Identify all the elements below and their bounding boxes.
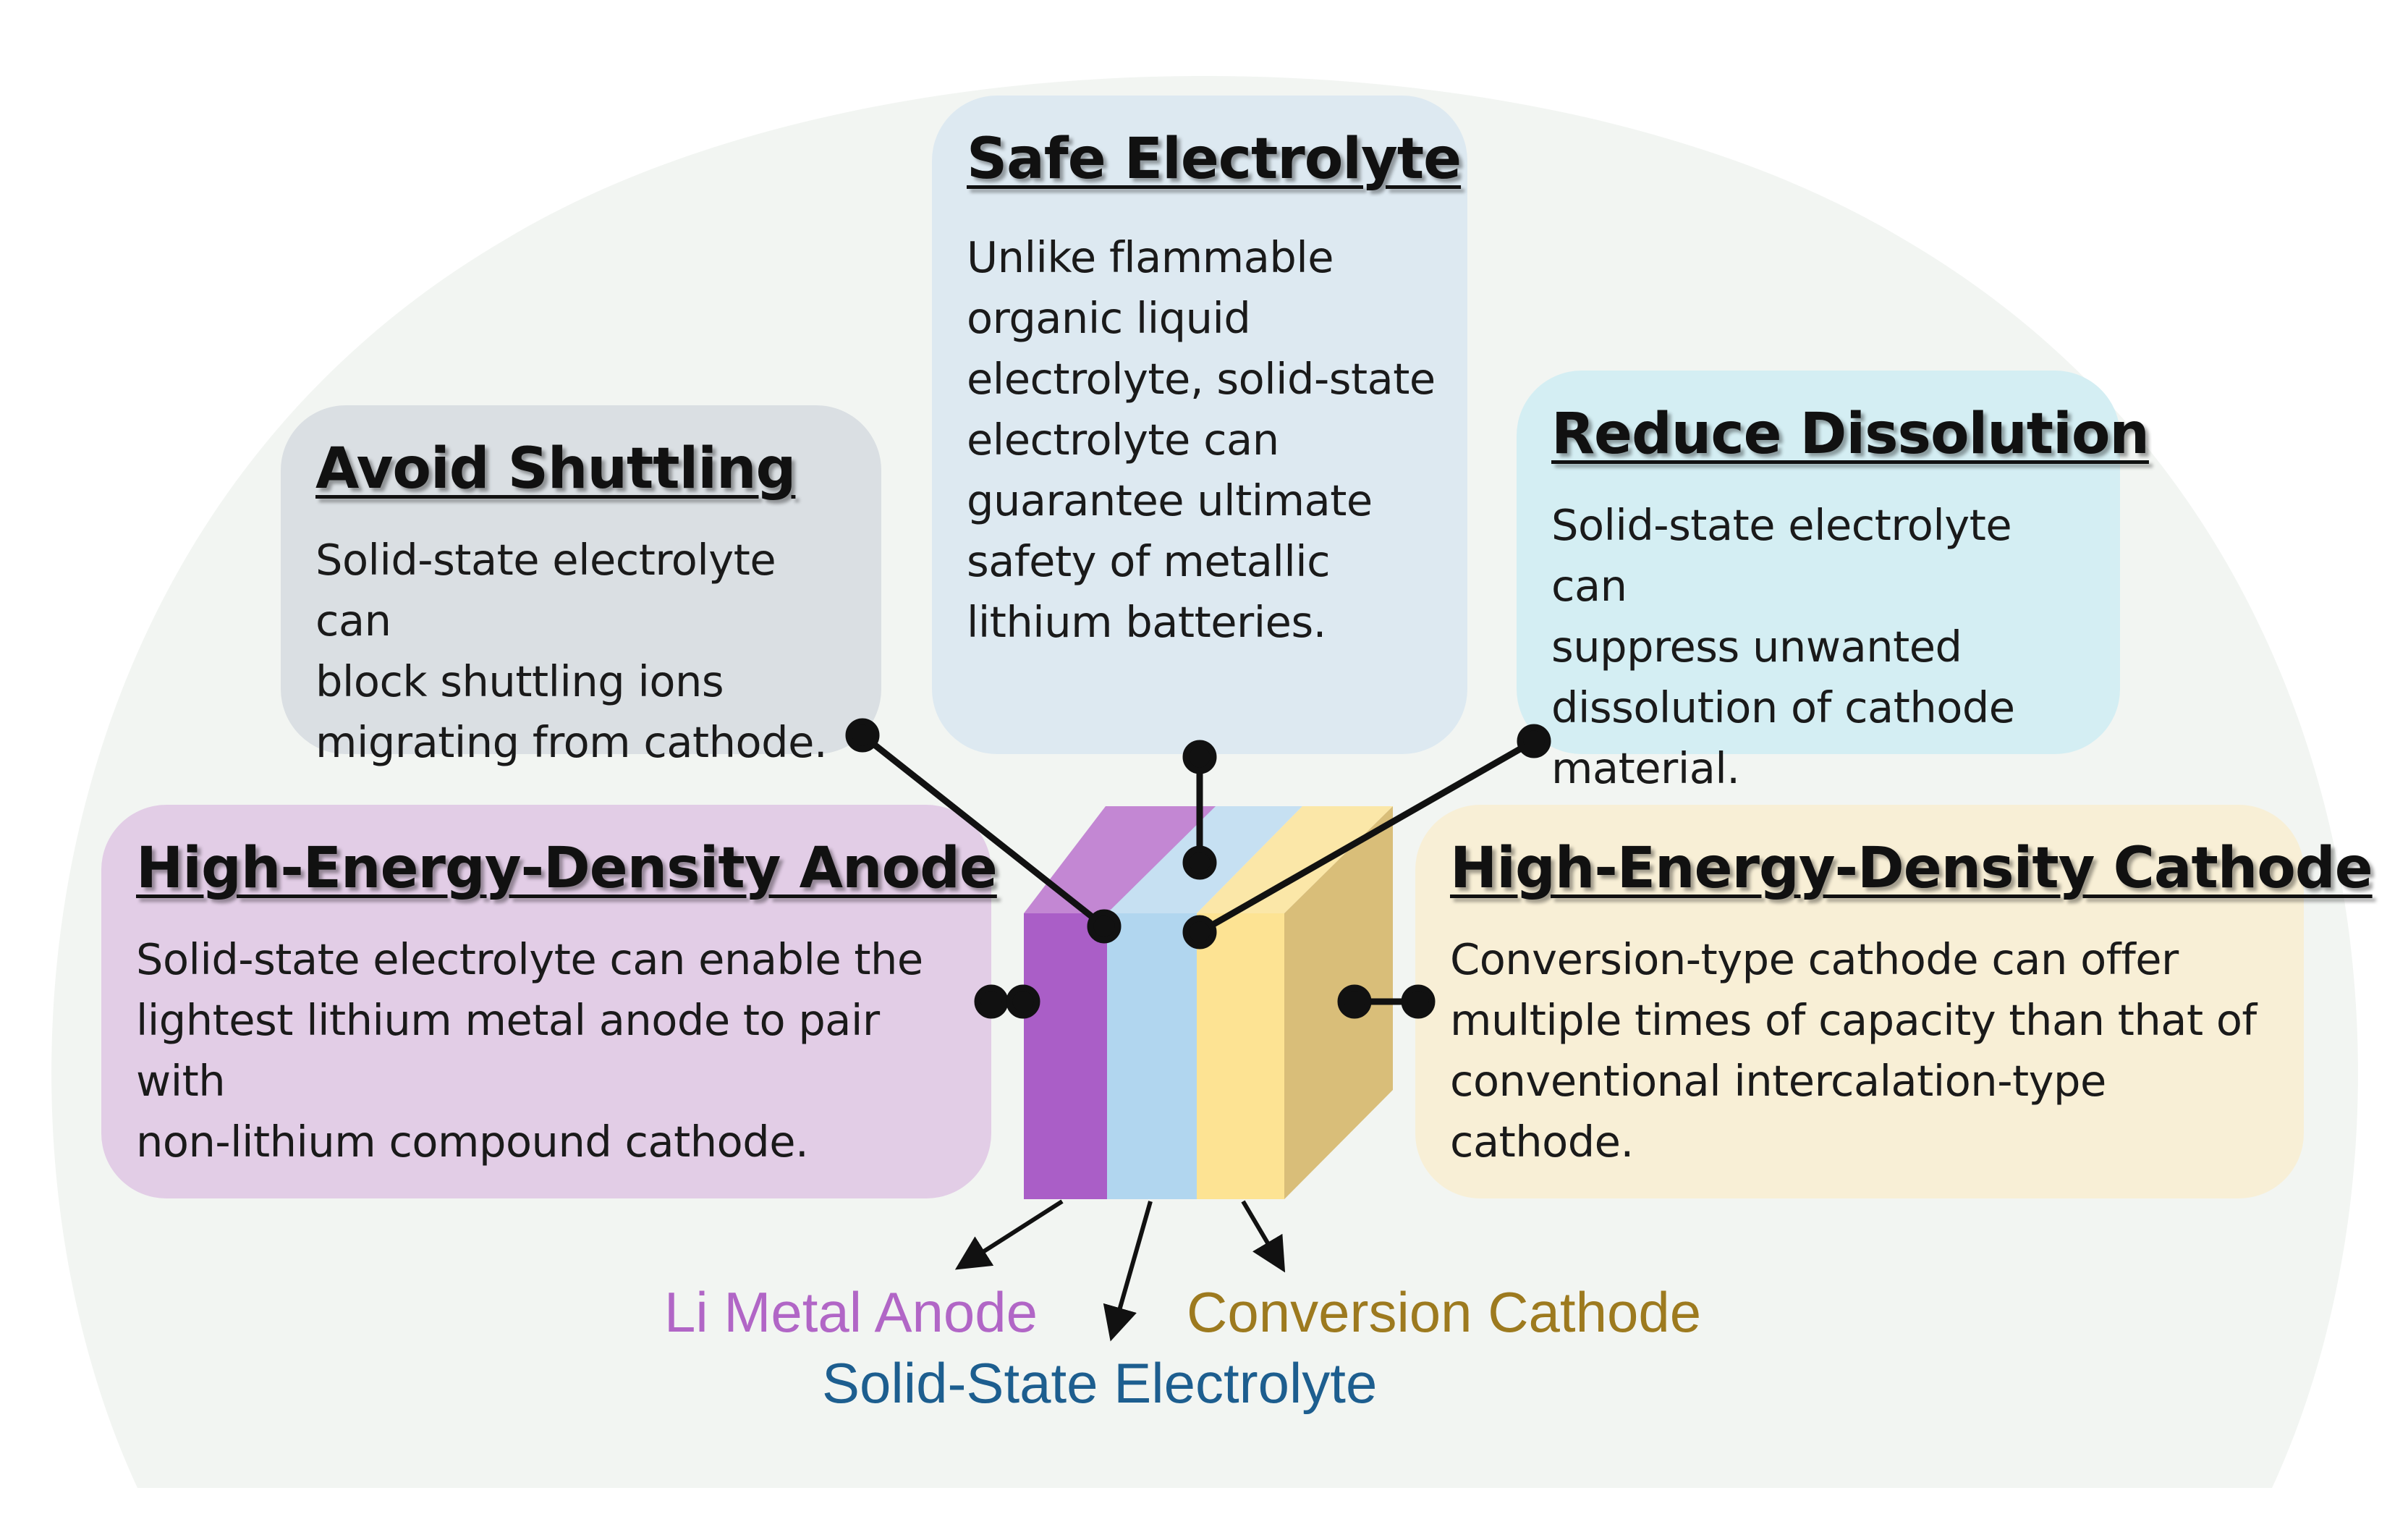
high-energy-anode-title: High-Energy-Density Anode: [136, 836, 998, 901]
anode-connector: [974, 984, 1040, 1019]
reduce-dissolution-title: Reduce Dissolution: [1551, 402, 2150, 467]
anode-arrow: [954, 1199, 1064, 1270]
solid-state-electrolyte-label: Solid-State Electrolyte: [822, 1351, 1378, 1415]
high-energy-anode-card: High-Energy-Density Anode Solid-state el…: [101, 805, 998, 1198]
safe-electrolyte-connector: [1182, 740, 1217, 880]
li-metal-anode-label: Li Metal Anode: [664, 1280, 1038, 1344]
safe-electrolyte-card: Safe Electrolyte Unlike flammable organi…: [932, 96, 1467, 754]
high-energy-anode-text: Solid-state electrolyte can enable the l…: [136, 934, 923, 1167]
avoid-shuttling-title: Avoid Shuttling: [315, 436, 796, 502]
reduce-dissolution-text: Solid-state electrolyte can suppress unw…: [1551, 499, 2015, 793]
high-energy-cathode-text: Conversion-type cathode can offer multip…: [1450, 934, 2257, 1167]
electrolyte-arrow: [1103, 1201, 1153, 1342]
safe-electrolyte-text: Unlike flammable organic liquid electrol…: [967, 232, 1436, 647]
conversion-cathode-label: Conversion Cathode: [1187, 1280, 1702, 1344]
cathode-arrow: [1241, 1200, 1286, 1273]
safe-electrolyte-title: Safe Electrolyte: [967, 127, 1462, 192]
high-energy-cathode-title: High-Energy-Density Cathode: [1450, 836, 2373, 901]
avoid-shuttling-text: Solid-state electrolyte can block shuttl…: [315, 534, 828, 767]
high-energy-cathode-card: High-Energy-Density Cathode Conversion-t…: [1415, 805, 2373, 1198]
avoid-shuttling-connector: [845, 718, 1122, 944]
reduce-dissolution-connector: [1182, 724, 1551, 950]
cathode-connector: [1337, 984, 1436, 1019]
avoid-shuttling-card: Avoid Shuttling Solid-state electrolyte …: [281, 405, 881, 767]
reduce-dissolution-card: Reduce Dissolution Solid-state electroly…: [1517, 371, 2150, 793]
